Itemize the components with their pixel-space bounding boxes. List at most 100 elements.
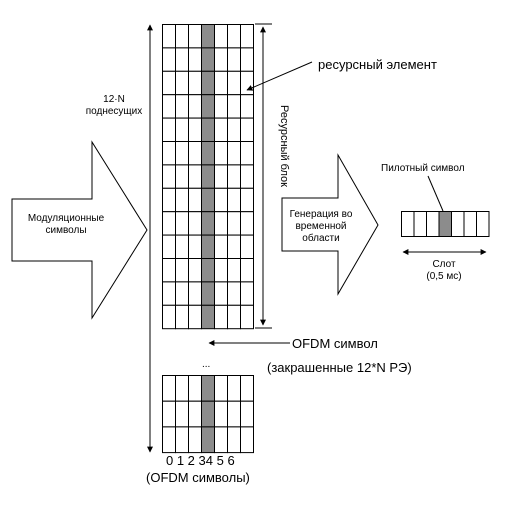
resource-element-cell-shaded xyxy=(201,164,215,189)
symbol-index-labels: 0 1 2 34 5 6 xyxy=(166,453,235,468)
slot-cell-shaded xyxy=(438,211,452,237)
resource-element-cell xyxy=(162,187,176,213)
resource-element-cell xyxy=(240,187,254,213)
resource-element-cell xyxy=(162,234,176,260)
resource-element-cell xyxy=(214,187,228,213)
resource-element-cell xyxy=(162,258,176,283)
resource-element-cell xyxy=(162,304,176,330)
resource-element-cell xyxy=(162,211,176,236)
resource-element-cell xyxy=(188,187,202,213)
resource-element-cell xyxy=(214,375,228,402)
slot-cell xyxy=(451,211,465,237)
slot-cells xyxy=(401,211,490,237)
resource-element-cell-shaded xyxy=(201,426,215,454)
resource-element-cell-shaded xyxy=(201,47,215,72)
resource-element-cell-shaded xyxy=(201,375,215,402)
generation-label-line3: области xyxy=(302,233,340,244)
modulation-label-line2: символы xyxy=(45,225,87,236)
resource-element-cell xyxy=(227,258,241,283)
resource-element-cell xyxy=(227,281,241,306)
resource-element-pointer xyxy=(246,61,313,91)
resource-element-cell xyxy=(227,400,241,428)
resource-element-cell-shaded xyxy=(201,94,215,119)
resource-element-cell xyxy=(188,234,202,260)
resource-element-cell xyxy=(214,211,228,236)
resource-element-cell xyxy=(188,281,202,306)
resource-element-cell-shaded xyxy=(201,304,215,330)
resource-element-cell xyxy=(175,375,189,402)
resource-element-cell xyxy=(175,304,189,330)
resource-element-cell-shaded xyxy=(201,400,215,428)
resource-element-cell xyxy=(227,164,241,189)
slot-cell xyxy=(476,211,490,237)
resource-element-cell-shaded xyxy=(201,281,215,306)
resource-element-cell xyxy=(214,258,228,283)
resource-element-cell xyxy=(162,94,176,119)
resource-element-cell xyxy=(175,400,189,428)
resource-element-cell-shaded xyxy=(201,258,215,283)
resource-element-cell xyxy=(175,426,189,454)
modulation-symbols-arrow xyxy=(11,140,148,320)
resource-element-cell xyxy=(240,304,254,330)
resource-element-cell xyxy=(240,400,254,428)
resource-element-cell-shaded xyxy=(201,187,215,213)
time-domain-generation-arrow xyxy=(281,153,379,296)
resource-grid-top-block xyxy=(162,24,254,330)
resource-element-cell xyxy=(162,24,176,49)
resource-element-cell xyxy=(240,258,254,283)
resource-element-cell xyxy=(227,117,241,142)
resource-element-cell xyxy=(240,375,254,402)
generation-label-line2: временной xyxy=(295,221,347,232)
subcarriers-label: 12·N поднесущих xyxy=(84,95,144,117)
resource-element-cell xyxy=(175,281,189,306)
resource-element-cell-shaded xyxy=(201,70,215,96)
resource-element-cell xyxy=(214,234,228,260)
resource-element-cell xyxy=(214,304,228,330)
resource-element-cell xyxy=(188,141,202,166)
resource-element-cell-shaded xyxy=(201,117,215,142)
resource-element-cell xyxy=(240,281,254,306)
resource-element-cell xyxy=(227,141,241,166)
resource-element-cell xyxy=(188,24,202,49)
resource-element-cell xyxy=(188,94,202,119)
resource-element-cell xyxy=(227,375,241,402)
slot-cell xyxy=(426,211,440,237)
resource-element-cell xyxy=(175,117,189,142)
resource-element-cell xyxy=(175,234,189,260)
resource-element-cell-shaded xyxy=(201,141,215,166)
resource-element-cell xyxy=(214,94,228,119)
resource-element-cell xyxy=(227,211,241,236)
resource-element-cell xyxy=(214,70,228,96)
resource-element-cell xyxy=(188,304,202,330)
resource-element-cell xyxy=(227,94,241,119)
resource-element-cell xyxy=(188,426,202,454)
resource-element-cell xyxy=(175,211,189,236)
resource-element-cell xyxy=(214,117,228,142)
resource-element-cell xyxy=(188,258,202,283)
resource-element-cell-shaded xyxy=(201,211,215,236)
resource-element-cell xyxy=(240,164,254,189)
resource-element-cell xyxy=(188,164,202,189)
slot-label-line1: Слот xyxy=(432,259,456,270)
resource-element-cell xyxy=(162,117,176,142)
resource-element-cell xyxy=(162,426,176,454)
resource-element-cell xyxy=(227,234,241,260)
resource-element-cell xyxy=(240,117,254,142)
resource-element-cell xyxy=(227,187,241,213)
slot-cell xyxy=(463,211,477,237)
resource-element-cell xyxy=(175,258,189,283)
resource-element-cell xyxy=(227,426,241,454)
resource-element-cell xyxy=(227,47,241,72)
resource-element-cell xyxy=(240,94,254,119)
resource-element-cell xyxy=(214,164,228,189)
resource-element-cell xyxy=(162,281,176,306)
ofdm-symbols-caption: (OFDM символы) xyxy=(146,470,250,485)
resource-element-cell xyxy=(240,70,254,96)
resource-element-cell xyxy=(162,47,176,72)
generation-label-line1: Генерация во xyxy=(289,209,353,220)
resource-element-cell xyxy=(227,24,241,49)
resource-block-label: Ресурсный блок xyxy=(278,105,290,187)
time-domain-generation-label: Генерация во временной области xyxy=(286,210,356,244)
resource-element-cell-shaded xyxy=(201,234,215,260)
